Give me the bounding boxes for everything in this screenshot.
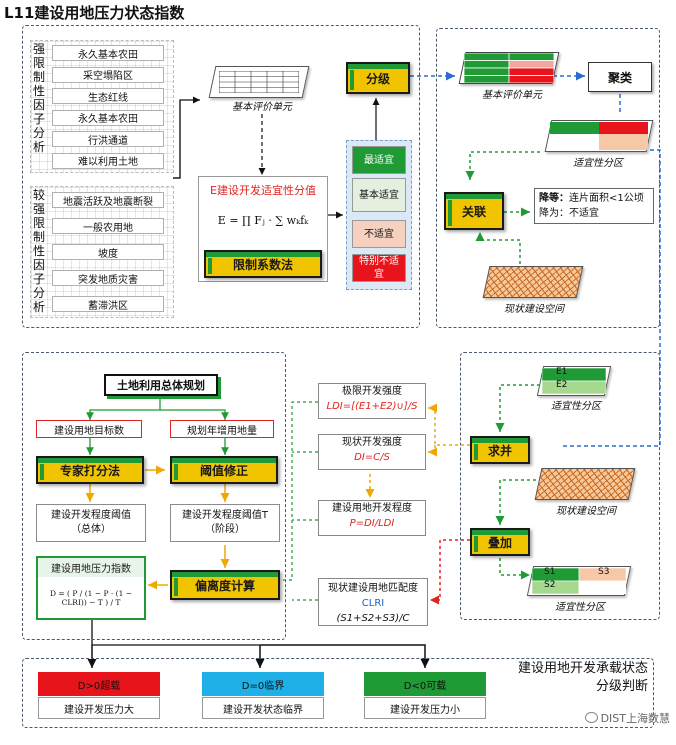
ldi-box: 极限开发强度 LDI=[(E1+E2)∪]/S <box>318 383 426 419</box>
s-zone-bars <box>532 568 626 594</box>
s-zone <box>526 566 632 596</box>
formula-E: E = ∏ Fⱼ · ∑ wₖfₖ <box>217 214 309 227</box>
target-count-box: 建设用地目标数 <box>36 420 142 438</box>
page-title: L11建设用地压力状态指数 <box>4 4 185 22</box>
suitability-score-title: E建设开发适宜性分值 <box>210 184 316 197</box>
suit-level-item: 最适宜 <box>352 146 406 174</box>
e-zone-label: 适宜性分区 <box>551 401 601 412</box>
result-sub: 建设开发压力小 <box>364 697 486 719</box>
result-head: D<0可载 <box>364 672 486 696</box>
threshold-stage-box: 建设开发程度阈值T （阶段） <box>170 504 280 542</box>
current-space-mid-label: 现状建设空间 <box>556 506 616 517</box>
e-zone-bars <box>542 368 606 394</box>
bottom-title: 建设用地开发承载状态 分级判断 <box>517 661 648 694</box>
formula-D: D = ( P / (1 − P · (1 − CLRI)) − T ) / T <box>49 589 133 607</box>
eval-unit-label: 基本评价单元 <box>232 102 292 113</box>
threshold-fix-button[interactable]: 阈值修正 <box>170 456 278 484</box>
result-sub: 建设开发压力大 <box>38 697 160 719</box>
wechat-icon <box>584 712 598 723</box>
strong-factor-group <box>30 40 174 173</box>
weak-factor-item: 蓄滞洪区 <box>52 296 164 312</box>
overlay-panel <box>460 352 660 620</box>
eval-unit-right-label: 基本评价单元 <box>482 90 542 101</box>
strong-factor-item: 行洪通道 <box>52 131 164 147</box>
planning-panel <box>22 352 286 640</box>
e-zone <box>536 366 612 396</box>
deviation-calc-button[interactable]: 偏离度计算 <box>170 570 280 600</box>
cluster-box[interactable]: 聚类 <box>588 62 652 92</box>
result-sub: 建设开发状态临界 <box>202 697 324 719</box>
result-panel <box>22 658 654 728</box>
pressure-index-box: 建设用地压力指数 D = ( P / (1 − P · (1 − CLRI)) … <box>36 556 146 620</box>
watermark: DIST上海数慧 <box>530 710 670 726</box>
e1-label: E1 <box>556 367 568 377</box>
clri-box: 现状建设用地匹配度 CLRI (S1+S2+S3)/C <box>318 578 428 626</box>
suitability-zone-top <box>544 120 654 152</box>
suit-level-item: 基本适宜 <box>352 178 406 212</box>
factor-analysis-panel <box>22 25 420 328</box>
current-space-top <box>482 266 584 298</box>
union-button[interactable]: 求并 <box>470 436 530 464</box>
current-space-mid <box>534 468 636 500</box>
suit-level-item: 特别不适宜 <box>352 254 406 282</box>
eval-unit-grid <box>208 66 310 98</box>
strong-factor-label: 强限制性因子分析 <box>32 42 45 154</box>
downgrade-note: 降等：连片面积<1公顷降为：不适宜 <box>534 188 654 224</box>
s-zone-label: 适宜性分区 <box>555 602 605 613</box>
current-space-top-label: 现状建设空间 <box>504 304 564 315</box>
di-box: 现状开发强度 DI=C/S <box>318 434 426 470</box>
suit-level-item: 不适宜 <box>352 220 406 248</box>
strong-factor-item: 永久基本农田 <box>52 45 164 61</box>
zone-color-bar <box>550 122 648 150</box>
s2-label: S2 <box>544 580 556 590</box>
p-box: 建设用地开发程度 P=DI/LDI <box>318 500 426 536</box>
result-head: D>0超载 <box>38 672 160 696</box>
weak-factor-item: 突发地质灾害 <box>52 270 164 286</box>
e2-label: E2 <box>556 380 568 390</box>
weak-factor-item: 地震活跃及地震断裂 <box>52 192 164 208</box>
strong-factor-item: 难以利用土地 <box>52 152 164 169</box>
eval-unit-colored-grid <box>458 52 560 84</box>
weak-factor-label: 较强限制性因子分析 <box>32 188 45 314</box>
overlay-button[interactable]: 叠加 <box>470 528 530 556</box>
threshold-total-box: 建设开发程度阈值 （总体） <box>36 504 146 542</box>
limit-coefficient-button[interactable]: 限制系数法 <box>204 250 322 278</box>
strong-factor-item: 生态红线 <box>52 88 164 104</box>
colored-grid-icon <box>464 53 554 83</box>
associate-button[interactable]: 关联 <box>444 192 504 230</box>
result-head: D=0临界 <box>202 672 324 696</box>
annual-increase-box: 规划年增用地量 <box>170 420 274 438</box>
suitability-zoning-panel <box>436 28 660 328</box>
weak-factor-item: 一般农用地 <box>52 218 164 234</box>
s3-label: S3 <box>598 567 610 577</box>
strong-factor-item: 永久基本农田 <box>52 109 164 126</box>
weak-factor-item: 坡度 <box>52 244 164 260</box>
expert-scoring-button[interactable]: 专家打分法 <box>36 456 144 484</box>
grid-table-icon <box>219 71 299 93</box>
s1-label: S1 <box>544 567 556 577</box>
plan-title-box: 土地利用总体规划 <box>104 374 218 396</box>
classify-button[interactable]: 分级 <box>346 62 410 94</box>
strong-factor-item: 采空塌陷区 <box>52 66 164 83</box>
suitability-zone-top-label: 适宜性分区 <box>573 158 623 169</box>
